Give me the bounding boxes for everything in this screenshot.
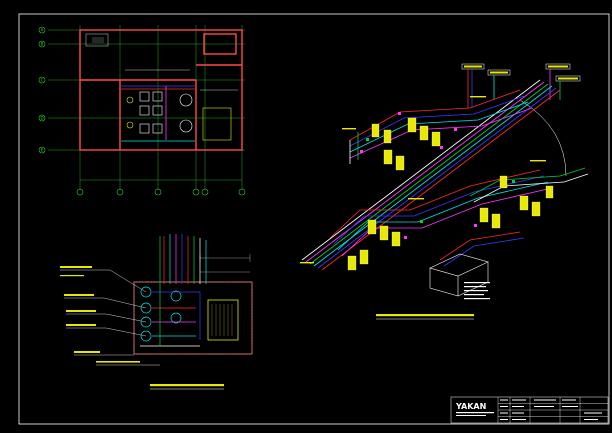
plan-axis-label: D [40,116,43,121]
plan-axis-label: B [41,42,44,47]
plan-pump-symbols [126,91,232,141]
detail-plan-title [150,384,224,387]
water-tank [207,299,239,341]
main-pipe-bundle [301,79,561,271]
drawing-frame [18,13,610,425]
title-block: YAKAN [450,396,609,424]
riser-labels [461,63,581,82]
isometric-view [300,63,589,320]
plan-axis-label: C [41,78,44,83]
detail-pump-symbols [140,286,182,342]
plan-view [38,25,246,196]
detail-plan-view [60,234,253,390]
isometric-arc [519,99,567,177]
plan-axis-label: E [41,148,44,153]
plan-axis-bubbles [38,26,246,196]
plan-axis-label: A [41,28,44,33]
plan-walls [79,29,243,151]
isometric-title [376,314,474,317]
isometric-pump-symbols [347,117,554,271]
company-logo-icon: YAKAN [455,402,486,411]
